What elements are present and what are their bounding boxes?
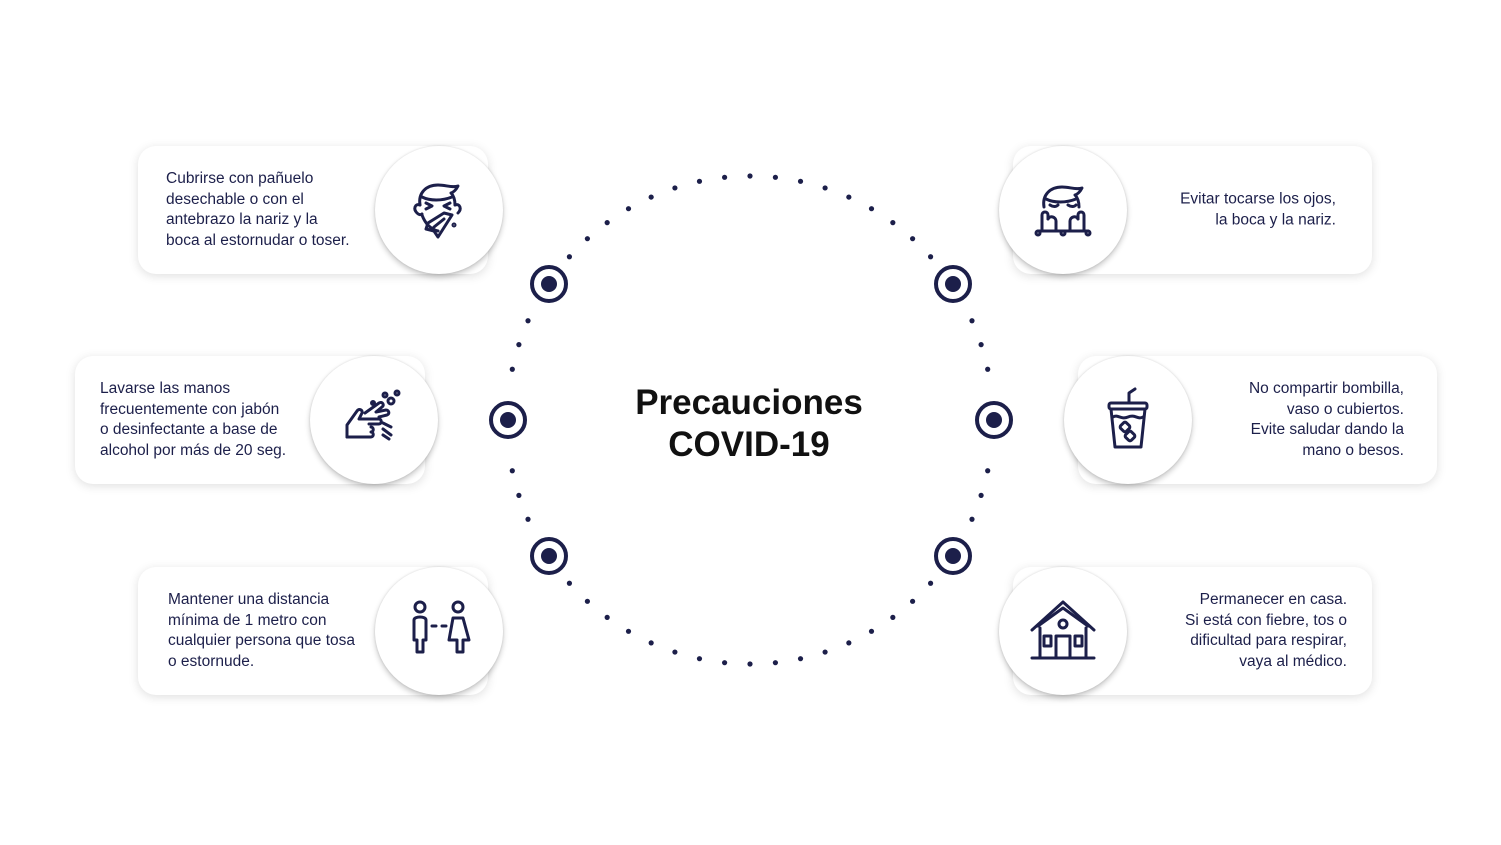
- circle-dot: [566, 580, 573, 586]
- circle-dot: [721, 660, 728, 666]
- circle-dot: [604, 614, 610, 621]
- ring-marker-icon: [975, 401, 1013, 439]
- circle-dot: [822, 185, 828, 191]
- circle-dot: [927, 254, 934, 260]
- ring-marker-icon: [530, 537, 568, 575]
- circle-dot: [985, 366, 991, 372]
- circle-dot: [927, 580, 934, 586]
- precaution-text: Lavarse las manos frecuentemente con jab…: [100, 380, 287, 459]
- circle-dot: [625, 206, 632, 212]
- circle-dot: [978, 341, 984, 348]
- hand-wash-icon: [310, 356, 438, 484]
- ring-marker-icon: [934, 265, 972, 303]
- circle-dot: [846, 640, 852, 646]
- circle-dot: [822, 649, 828, 655]
- circle-dot: [969, 516, 975, 522]
- circle-dot: [672, 185, 678, 191]
- precaution-text: Cubrirse con pañuelo desechable o con el…: [166, 170, 350, 249]
- circle-dot: [509, 468, 515, 474]
- precaution-text: Permanecer en casa. Si está con fiebre, …: [1185, 591, 1347, 670]
- circle-dot: [747, 173, 753, 179]
- circle-dot: [985, 468, 991, 474]
- circle-dot: [978, 492, 984, 499]
- circle-dot: [516, 492, 522, 499]
- circle-dot: [772, 660, 779, 666]
- circle-dot: [890, 614, 896, 621]
- circle-dot: [772, 174, 779, 180]
- title-line-1: Precauciones: [635, 383, 863, 422]
- face-cover-icon: [999, 146, 1127, 274]
- circle-dot: [868, 628, 875, 634]
- sneeze-icon: [375, 146, 503, 274]
- precaution-text: Mantener una distancia mínima de 1 metro…: [168, 591, 355, 670]
- distance-people-icon: [375, 567, 503, 695]
- house-icon: [999, 567, 1127, 695]
- page-title: Precauciones COVID-19: [549, 382, 949, 466]
- circle-dot: [696, 178, 703, 184]
- circle-dot: [566, 254, 573, 260]
- circle-dot: [747, 661, 753, 667]
- circle-dot: [696, 656, 703, 662]
- circle-dot: [868, 206, 875, 212]
- cup-straw-icon: [1064, 356, 1192, 484]
- circle-dot: [648, 640, 654, 646]
- circle-dot: [969, 318, 975, 324]
- precaution-text: No compartir bombilla, vaso o cubiertos.…: [1248, 380, 1404, 459]
- circle-dot: [525, 516, 531, 522]
- circle-dot: [625, 628, 632, 634]
- circle-dot: [909, 236, 916, 242]
- circle-dot: [604, 219, 610, 226]
- circle-dot: [797, 656, 804, 662]
- circle-dot: [890, 219, 896, 226]
- ring-marker-icon: [489, 401, 527, 439]
- title-line-2: COVID-19: [668, 425, 830, 464]
- circle-dot: [909, 598, 916, 604]
- circle-dot: [525, 318, 531, 324]
- circle-dot: [721, 174, 728, 180]
- circle-dot: [846, 194, 852, 200]
- ring-marker-icon: [934, 537, 972, 575]
- circle-dot: [584, 236, 591, 242]
- circle-dot: [509, 366, 515, 372]
- precaution-text: Evitar tocarse los ojos, la boca y la na…: [1180, 190, 1336, 229]
- ring-marker-icon: [530, 265, 568, 303]
- circle-dot: [672, 649, 678, 655]
- circle-dot: [584, 598, 591, 604]
- circle-dot: [648, 194, 654, 200]
- circle-dot: [797, 178, 804, 184]
- circle-dot: [516, 341, 522, 348]
